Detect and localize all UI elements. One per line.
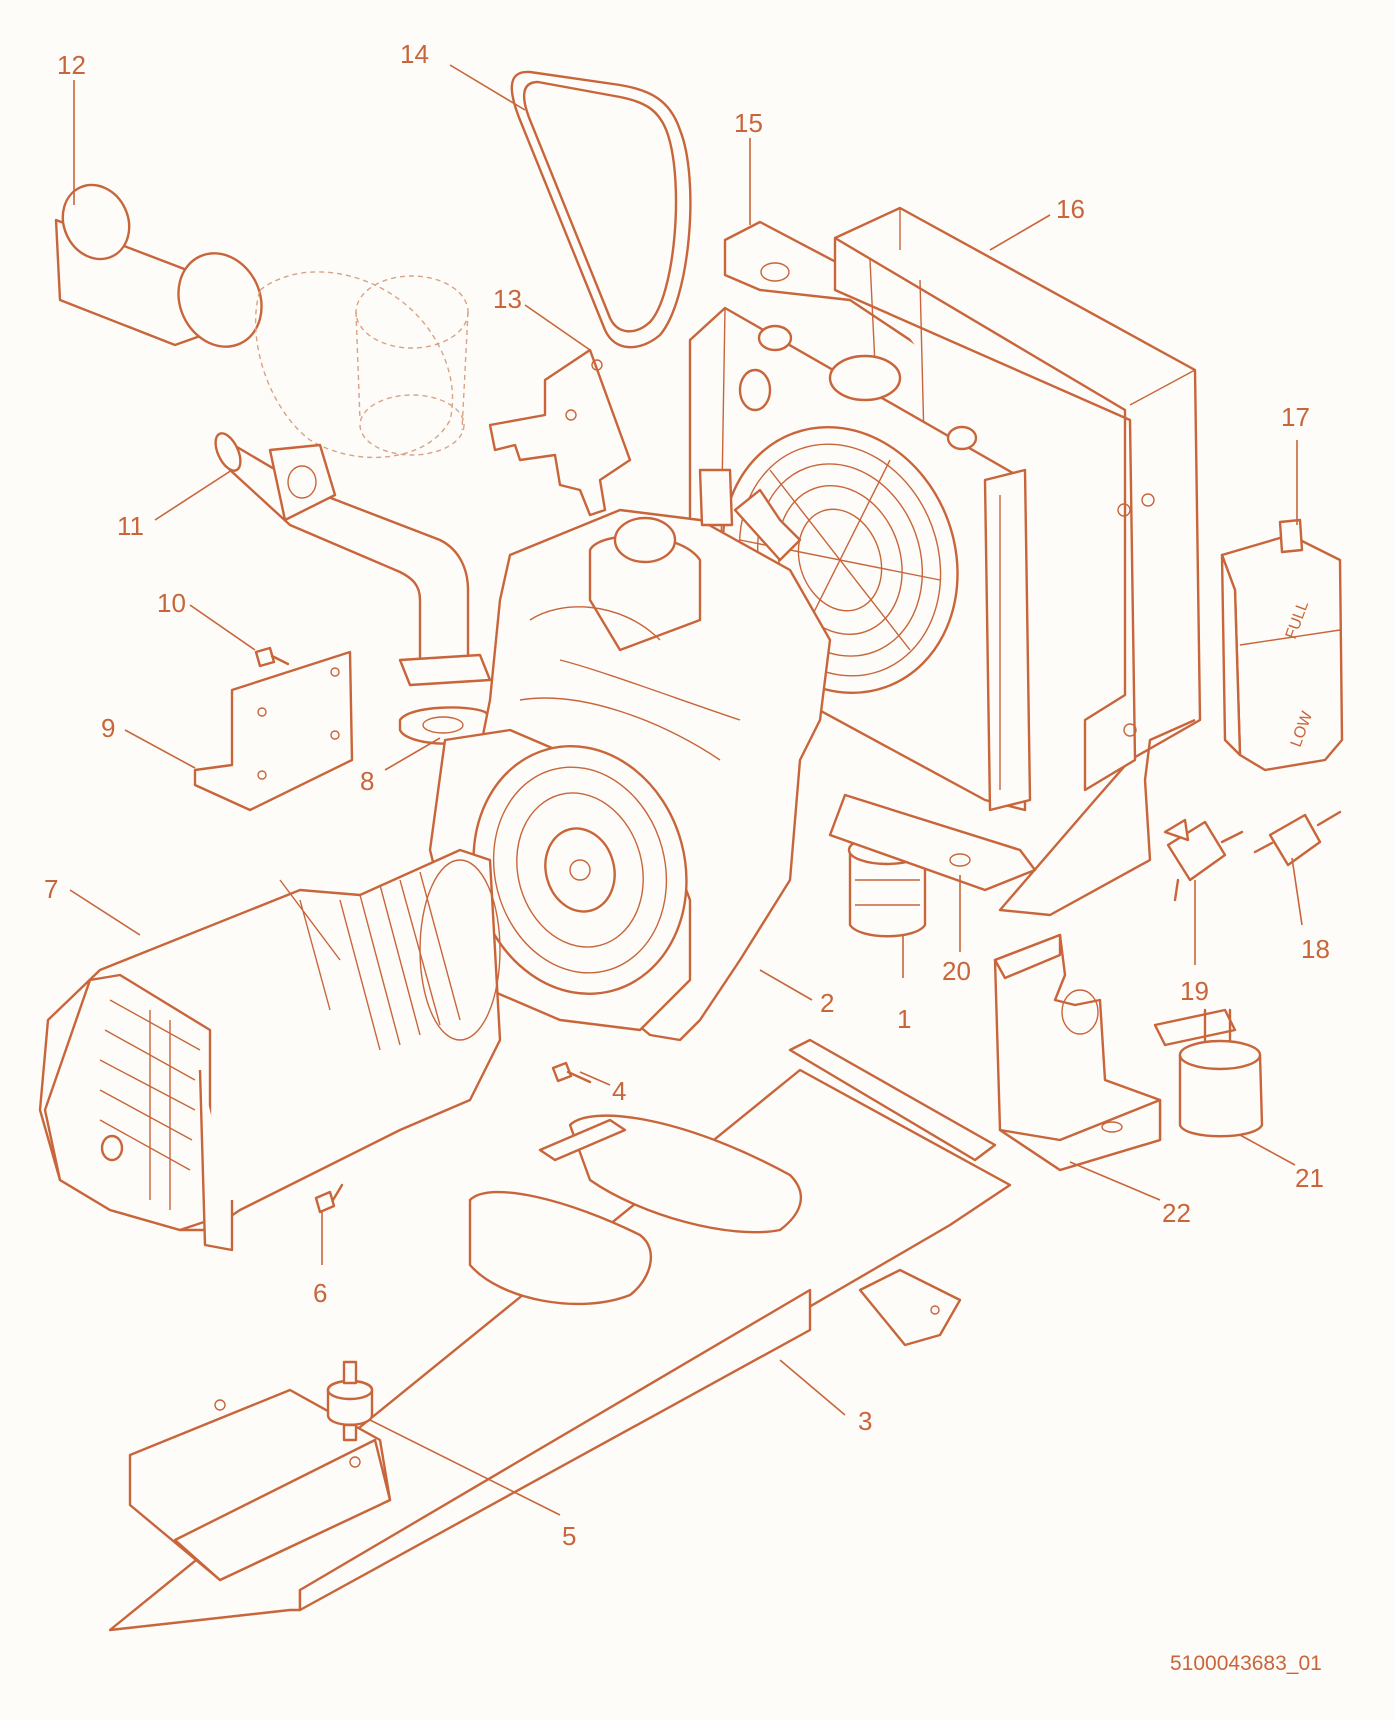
- part-fuel-pump: [1163, 818, 1244, 902]
- callout-14: 14: [400, 39, 429, 69]
- leader-5: [369, 1419, 561, 1516]
- part-air-cleaner-housing-ghost: [254, 271, 469, 459]
- part-air-filter-element: [54, 183, 263, 348]
- leader-4: [579, 1071, 611, 1086]
- part-fuel-filter: [1153, 1008, 1264, 1138]
- part-bolt-6: [314, 1183, 344, 1214]
- callout-7: 7: [44, 874, 58, 904]
- callout-6: 6: [313, 1278, 327, 1308]
- part-bolt-4: [551, 1061, 592, 1084]
- part-drive-belt: [510, 70, 692, 349]
- leader-11: [154, 469, 233, 521]
- part-fuel-filter-bracket: [993, 933, 1162, 1172]
- callout-20: 20: [942, 956, 971, 986]
- callout-13: 13: [493, 284, 522, 314]
- leader-2: [759, 969, 813, 1001]
- callout-11: 11: [117, 511, 144, 541]
- part-mounting-strip: [828, 793, 1037, 892]
- callout-9: 9: [101, 713, 115, 743]
- part-engine-bracket: [488, 348, 632, 517]
- leader-3: [779, 1359, 846, 1416]
- leader-8: [384, 737, 441, 771]
- leader-9: [124, 729, 196, 769]
- callout-labels: 1 2 3 4 5 6 7 8 9 10 11 12 13 14 15 16 1…: [44, 39, 1330, 1551]
- leader-16: [989, 214, 1051, 251]
- leader-14: [449, 64, 526, 111]
- callout-17: 17: [1281, 402, 1310, 432]
- callout-1: 1: [897, 1004, 911, 1034]
- part-cover-plate: [193, 650, 354, 812]
- leader-7: [69, 889, 141, 936]
- callout-3: 3: [858, 1406, 872, 1436]
- part-coolant-expansion-tank: FULL LOW: [1220, 518, 1344, 772]
- callout-18: 18: [1301, 934, 1330, 964]
- callout-15: 15: [734, 108, 763, 138]
- callout-10: 10: [157, 588, 186, 618]
- part-inline-fuel-filter: [1253, 810, 1342, 867]
- callout-4: 4: [612, 1076, 626, 1106]
- part-bolt-10: [254, 646, 290, 668]
- leader-lines: [69, 64, 1303, 1516]
- part-rubber-mount: [326, 1360, 374, 1442]
- part-base-frame: [108, 1038, 1012, 1632]
- leader-21: [1239, 1134, 1296, 1166]
- callout-12: 12: [57, 50, 86, 80]
- leader-22: [1069, 1161, 1161, 1201]
- leader-10: [189, 604, 256, 651]
- part-fan-shroud-frame: [833, 206, 1202, 917]
- document-id: 5100043683_01: [1170, 1652, 1322, 1675]
- callout-22: 22: [1162, 1198, 1191, 1228]
- part-exhaust-pipe: [214, 432, 492, 687]
- callout-21: 21: [1295, 1163, 1324, 1193]
- callout-8: 8: [360, 766, 374, 796]
- callout-19: 19: [1180, 976, 1209, 1006]
- leader-13: [524, 304, 591, 351]
- leader-18: [1291, 857, 1303, 926]
- callout-2: 2: [820, 988, 834, 1018]
- callout-5: 5: [562, 1521, 576, 1551]
- part-alternator: [38, 848, 502, 1252]
- callout-16: 16: [1056, 194, 1085, 224]
